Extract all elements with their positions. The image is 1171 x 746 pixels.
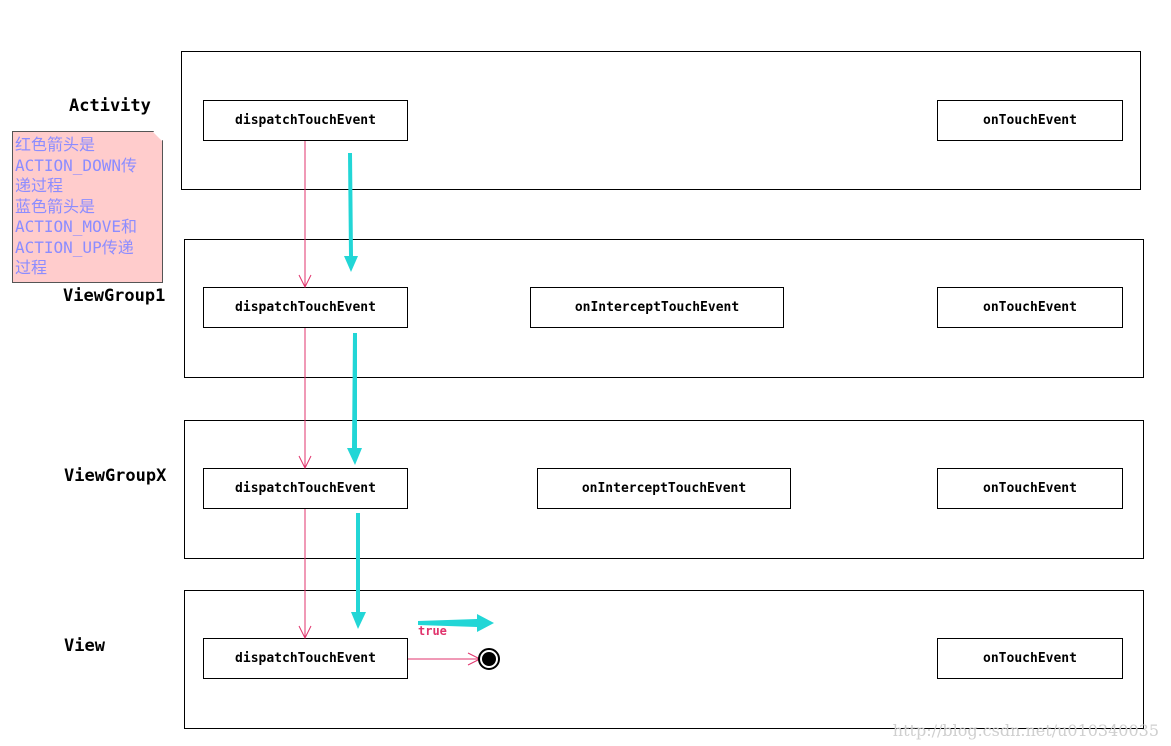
viewgroup1-on-touch-event: onTouchEvent bbox=[937, 287, 1123, 328]
note-line: ACTION_MOVE和 bbox=[15, 217, 137, 236]
viewgroupx-label: ViewGroupX bbox=[64, 466, 167, 486]
activity-on-touch-event: onTouchEvent bbox=[937, 100, 1123, 141]
activity-label: Activity bbox=[69, 96, 151, 116]
note-line: 红色箭头是 bbox=[15, 135, 96, 154]
legend-note: 红色箭头是 ACTION_DOWN传 递过程 蓝色箭头是 ACTION_MOVE… bbox=[12, 131, 163, 283]
viewgroupx-on-intercept-touch-event: onInterceptTouchEvent bbox=[537, 468, 791, 509]
note-line: ACTION_UP传递 bbox=[15, 237, 134, 257]
viewgroup1-dispatch-touch-event: dispatchTouchEvent bbox=[203, 287, 408, 328]
viewgroup1-label: ViewGroup1 bbox=[63, 286, 166, 306]
note-line: 过程 bbox=[15, 258, 48, 277]
viewgroupx-dispatch-touch-event: dispatchTouchEvent bbox=[203, 468, 408, 509]
note-line: 递过程 bbox=[15, 176, 64, 195]
note-line: 蓝色箭头是 bbox=[15, 196, 96, 216]
true-label: true bbox=[418, 624, 447, 638]
note-fold-inner bbox=[153, 132, 162, 141]
viewgroupx-on-touch-event: onTouchEvent bbox=[937, 468, 1123, 509]
view-dispatch-touch-event: dispatchTouchEvent bbox=[203, 638, 408, 679]
activity-dispatch-touch-event: dispatchTouchEvent bbox=[203, 100, 408, 141]
view-on-touch-event: onTouchEvent bbox=[937, 638, 1123, 679]
note-line: ACTION_DOWN传 bbox=[15, 155, 137, 175]
watermark: http://blog.csdn.net/u010340035 bbox=[892, 721, 1159, 740]
view-label: View bbox=[64, 636, 105, 656]
viewgroup1-on-intercept-touch-event: onInterceptTouchEvent bbox=[530, 287, 784, 328]
